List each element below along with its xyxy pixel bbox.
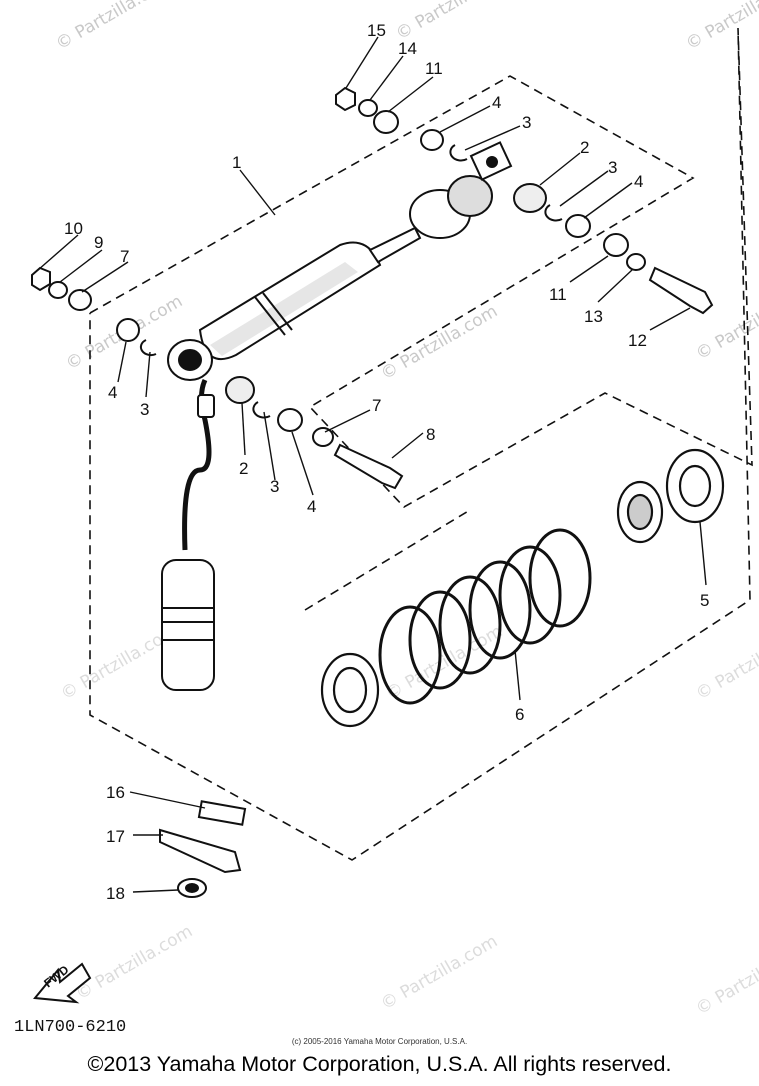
callout-3: 3 (140, 400, 149, 419)
shock-rod (368, 226, 422, 264)
spring-coil (468, 560, 532, 660)
callout-10: 10 (64, 219, 83, 238)
callout-11: 11 (425, 59, 443, 78)
callout-18: 18 (106, 884, 125, 903)
watermark: © Partzilla.com (378, 931, 502, 1014)
shock-absorber (167, 141, 513, 381)
callout-17: 17 (106, 827, 125, 846)
upper-clevis-hole (486, 156, 498, 168)
source-copyright: (c) 2005-2016 Yamaha Motor Corporation, … (291, 1037, 468, 1046)
callout-13: 13 (584, 307, 603, 326)
spring-coil (528, 528, 592, 628)
spring-coil (438, 575, 502, 675)
callout-1: 1 (232, 153, 241, 172)
collar-11a (373, 110, 399, 134)
coil-spring (378, 528, 592, 705)
watermark: © Partzilla.com (73, 921, 197, 1004)
callout-4: 4 (108, 383, 117, 402)
watermark: © Partzilla.com (683, 0, 759, 54)
shock-band (262, 292, 293, 331)
assembly-boundaries (89, 27, 753, 861)
collar-7b (312, 427, 334, 447)
circlip-3c (139, 339, 157, 357)
bolt-8 (333, 443, 404, 490)
callout-11: 11 (549, 285, 567, 304)
callout-7: 7 (372, 396, 381, 415)
spring-coil (408, 590, 472, 690)
bushing-4d (277, 408, 303, 432)
nut-15 (335, 86, 356, 112)
callout-2: 2 (239, 459, 248, 478)
callout-3: 3 (522, 113, 531, 132)
leader-lines (37, 36, 707, 893)
watermark: © Partzilla.com (693, 936, 759, 1019)
circlip-3b (544, 204, 563, 222)
grommet-18-inner (185, 883, 199, 893)
main-assembly-boundary (89, 27, 753, 861)
spring-seat-left-inner (332, 666, 368, 714)
callout-4: 4 (307, 497, 316, 516)
spring-seat-right-inner (678, 464, 712, 508)
lower-eye-inner (178, 349, 202, 371)
watermark: © Partzilla.com (378, 301, 502, 384)
collar-11b (603, 233, 629, 257)
bushing-4a (420, 129, 444, 151)
watermark: © Partzilla.com (53, 0, 177, 54)
callout-7: 7 (120, 247, 129, 266)
nut-10 (31, 266, 51, 292)
loose-parts (159, 800, 247, 898)
washer-13 (626, 253, 646, 271)
bearing-2b (225, 376, 255, 404)
watermark: © Partzilla.com (693, 621, 759, 704)
callout-15: 15 (367, 21, 386, 40)
shock-shade (210, 262, 358, 356)
callout-4: 4 (492, 93, 501, 112)
circlip-3a (449, 144, 468, 162)
circlip-3d (252, 401, 271, 419)
collar-7a (68, 289, 92, 311)
callout-3: 3 (270, 477, 279, 496)
callout-5: 5 (700, 591, 709, 610)
callout-3: 3 (608, 158, 617, 177)
bushing-4b (565, 214, 591, 238)
callout-16: 16 (106, 783, 125, 802)
callouts: 15 14 11 4 3 1 2 3 4 10 9 7 11 13 12 4 3… (64, 21, 709, 903)
fwd-arrow-shape (33, 962, 92, 1004)
watermark: © Partzilla.com (393, 0, 517, 44)
callout-2: 2 (580, 138, 589, 157)
hose-fitting (197, 394, 215, 418)
bushing-4c (116, 318, 140, 342)
callout-9: 9 (94, 233, 103, 252)
washer-14 (358, 99, 378, 117)
callout-12: 12 (628, 331, 647, 350)
bearing-2a (513, 183, 547, 213)
callout-4: 4 (634, 172, 643, 191)
washer-9 (48, 281, 68, 299)
spring-guide-inner (626, 493, 654, 531)
spring-assembly (320, 448, 725, 728)
footer-copyright: ©2013 Yamaha Motor Corporation, U.S.A. A… (87, 1052, 672, 1076)
spring-group-boundary (304, 509, 471, 611)
shock-collar (447, 175, 493, 217)
part-code: 1LN700-6210 (14, 1018, 126, 1037)
bolt-12 (648, 266, 714, 315)
rubber-16 (197, 800, 247, 826)
shock-band (254, 296, 286, 336)
reservoir-tank (161, 559, 215, 691)
spring-coil (378, 605, 442, 705)
hardware (31, 86, 714, 490)
callout-8: 8 (426, 425, 435, 444)
band-17 (159, 828, 242, 874)
callout-6: 6 (515, 705, 524, 724)
callout-14: 14 (398, 39, 417, 58)
reservoir (161, 378, 215, 691)
spring-coil (498, 545, 562, 645)
